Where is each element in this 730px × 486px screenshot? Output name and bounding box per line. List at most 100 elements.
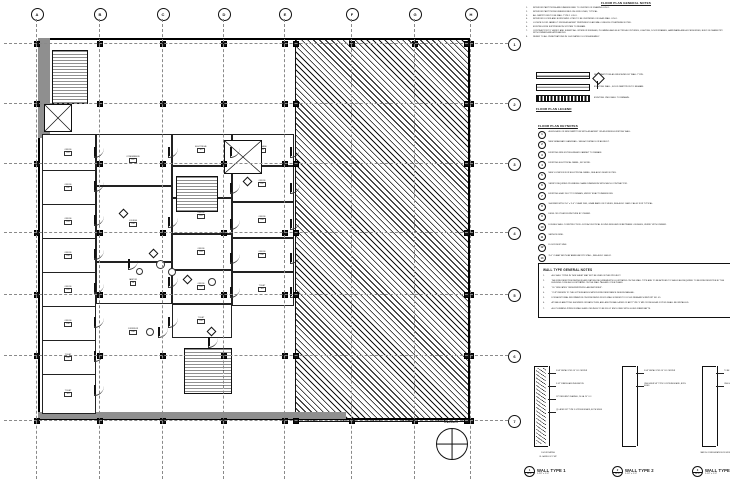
room-number: 112 xyxy=(197,148,205,153)
room-number: 108 xyxy=(129,222,137,227)
wall-detail-title: WALL TYPE 3 xyxy=(705,468,730,473)
keynote-bubble-11: 11 xyxy=(538,233,546,242)
plan-room[interactable] xyxy=(42,204,96,240)
wall-section-insulation xyxy=(536,368,546,444)
structural-column xyxy=(221,41,227,47)
gridline-3 xyxy=(4,163,508,164)
callout-leader xyxy=(636,386,644,387)
legend-title: FLOOR PLAN LEGEND xyxy=(536,106,572,111)
structural-column xyxy=(160,353,166,359)
keynote-bubble-4: 4 xyxy=(538,161,546,170)
plumbing-fixture xyxy=(208,278,216,286)
structural-column xyxy=(293,161,299,167)
general-notes-title: FLOOR PLAN GENERAL NOTES xyxy=(601,1,651,5)
keynote-bubble-2: 2 xyxy=(538,140,546,149)
wall-type-notes-box: WALL TYPE GENERAL NOTES 1.ALL WALL TYPES… xyxy=(538,263,730,318)
wall-detail-callout: 3-5/8" METAL STUD 16" O/C CENTER xyxy=(644,370,676,372)
room-number: 104 xyxy=(64,254,72,259)
grid-bubble-C: C xyxy=(156,8,170,21)
wall-type-note-text: ALL WALL TYPES IN THIS SHEET MAY NOT BE … xyxy=(551,274,621,277)
room-name: OFFICE xyxy=(64,252,72,254)
keynote-text: 3'-0" CLEAR WIDTH AT AMBULATORY STALL, S… xyxy=(548,254,612,257)
wall-type-note-text: "UL" INDICATES "UNDERWRITERS LABORATORIE… xyxy=(551,287,603,290)
structural-column xyxy=(293,230,299,236)
wall-type-note-number: 7. xyxy=(543,307,545,310)
gridline-4 xyxy=(4,232,508,233)
plan-room[interactable] xyxy=(96,262,172,304)
structural-column xyxy=(293,41,299,47)
room-number: 102 xyxy=(258,182,266,187)
general-note-text: ALL PARTITIONS TO BE WALL TYPE 1 U.N.O. xyxy=(533,14,578,17)
keynote-text: EXISTING FIRE EXTINGUISHER CABINET TO RE… xyxy=(548,151,602,154)
room-name: OFFICE xyxy=(197,212,205,214)
general-note-item: 5.LOCATE DOOR JAMBS 4" FROM ADJACENT PER… xyxy=(526,22,726,25)
wall-break-bottom xyxy=(534,446,548,447)
wall-detail-callout: ONE LAYER 5/8" TYPE X GYPSUM BOARD, ONE … xyxy=(724,383,730,385)
structural-column xyxy=(160,101,166,107)
room-name: TOILET xyxy=(64,390,72,392)
annotation-column: FLOOR PLAN GENERAL NOTES 1.INTERIOR PART… xyxy=(512,0,730,486)
plan-room[interactable] xyxy=(42,272,96,308)
keynote-bubble-3: 3 xyxy=(538,151,546,160)
plan-room[interactable] xyxy=(232,238,294,272)
room-name: JANITOR xyxy=(128,279,138,281)
plan-room[interactable] xyxy=(96,186,172,262)
wall-detail-callout: ONE LAYER 5/8" TYPE X GYPSUM BOARD, BOTH… xyxy=(644,383,686,388)
plan-room[interactable] xyxy=(172,134,232,166)
room-number: 100 xyxy=(129,330,137,335)
door-jamb xyxy=(94,147,96,156)
wall-type-note-text: ALL PLUMBING PIPES IN WALLS AND CEILINGS… xyxy=(551,307,651,310)
door-jamb xyxy=(168,317,170,326)
room-number: 110 xyxy=(258,287,266,292)
wall-break-bottom xyxy=(702,446,716,447)
plan-room[interactable] xyxy=(172,234,232,270)
wall-break-bottom xyxy=(622,446,636,447)
wall-detail-scale: 1-1/2" = 1'-0" xyxy=(625,473,637,475)
grid-bubble-1: 1 xyxy=(508,37,521,51)
room-name: LOUNGE xyxy=(129,220,137,222)
plan-room[interactable] xyxy=(172,304,232,338)
room-name: OFFICE xyxy=(64,286,72,288)
general-note-item: 6.EXISTING FIRE SUPPRESSION SYSTEM TO RE… xyxy=(526,26,726,29)
keynote-text: EXISTING HVAC DUCT TO REMAIN, VERIFY EXA… xyxy=(548,192,614,195)
plan-room[interactable] xyxy=(96,134,172,186)
general-note-item: 4.INTERIOR DOORS AND BORROWED LITES TO B… xyxy=(526,18,726,21)
room-name: OFFICE xyxy=(197,283,205,285)
room-number: 107 xyxy=(129,158,137,163)
stair-run-3 xyxy=(176,176,218,212)
legend-row: EXISTING WALL, SOLID PARTITION TO REMAIN… xyxy=(536,83,726,91)
wall-type-note-item: 5.FOR ADDITIONAL INFORMATION ON FIRE RAT… xyxy=(543,297,727,300)
plan-room[interactable] xyxy=(42,374,96,414)
gridline-D xyxy=(223,19,224,479)
structural-column xyxy=(97,41,103,47)
plan-room[interactable] xyxy=(42,238,96,274)
door-jamb xyxy=(168,147,170,156)
door-jamb xyxy=(94,215,96,224)
structural-column xyxy=(221,292,227,298)
gridline-7 xyxy=(4,420,508,421)
structural-column xyxy=(464,161,470,167)
door-jamb xyxy=(230,287,232,296)
plan-room[interactable] xyxy=(42,306,96,342)
stair-run-1 xyxy=(52,50,88,104)
gridline-C xyxy=(162,19,163,479)
plan-room[interactable] xyxy=(232,272,294,306)
keynote-bubble-9: 9 xyxy=(538,212,546,221)
wall-break-top xyxy=(622,366,636,367)
structural-column xyxy=(282,292,288,298)
structural-column xyxy=(282,101,288,107)
